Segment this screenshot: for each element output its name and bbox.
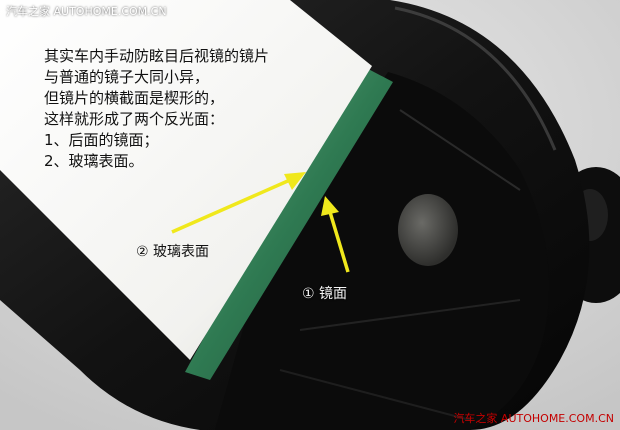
arrow-glass-surface	[171, 172, 306, 234]
caption-text: 其实车内手动防眩目后视镜的镜片 与普通的镜子大同小异， 但镜片的横截面是楔形的，…	[44, 46, 269, 172]
caption-line: 与普通的镜子大同小异，	[44, 68, 210, 86]
watermark-bottom-right: 汽车之家 AUTOHOME.COM.CN	[453, 412, 614, 425]
caption-line: 但镜片的横截面是楔形的，	[44, 89, 225, 107]
round-pad	[398, 194, 458, 266]
caption-line: 其实车内手动防眩目后视镜的镜片	[44, 47, 270, 65]
callout-glass-surface: ② 玻璃表面	[136, 244, 210, 260]
caption-line: 这样就形成了两个反光面：	[44, 110, 225, 128]
cavity-rib	[399, 109, 521, 191]
mirror-face	[0, 0, 372, 360]
housing-cavity	[215, 72, 550, 430]
arrow-mirror-surface	[321, 196, 350, 273]
cavity-rib	[299, 299, 521, 331]
housing-rim-highlight	[394, 6, 557, 151]
callout-mirror-surface: ① 镜面	[302, 286, 348, 302]
caption-line: 1、后面的镜面；	[44, 131, 159, 149]
watermark-top-left: 汽车之家 AUTOHOME.COM.CN	[6, 5, 167, 18]
caption-line: 2、玻璃表面。	[44, 152, 144, 170]
glass-wedge-edge	[185, 62, 393, 380]
cavity-rib	[279, 369, 471, 421]
